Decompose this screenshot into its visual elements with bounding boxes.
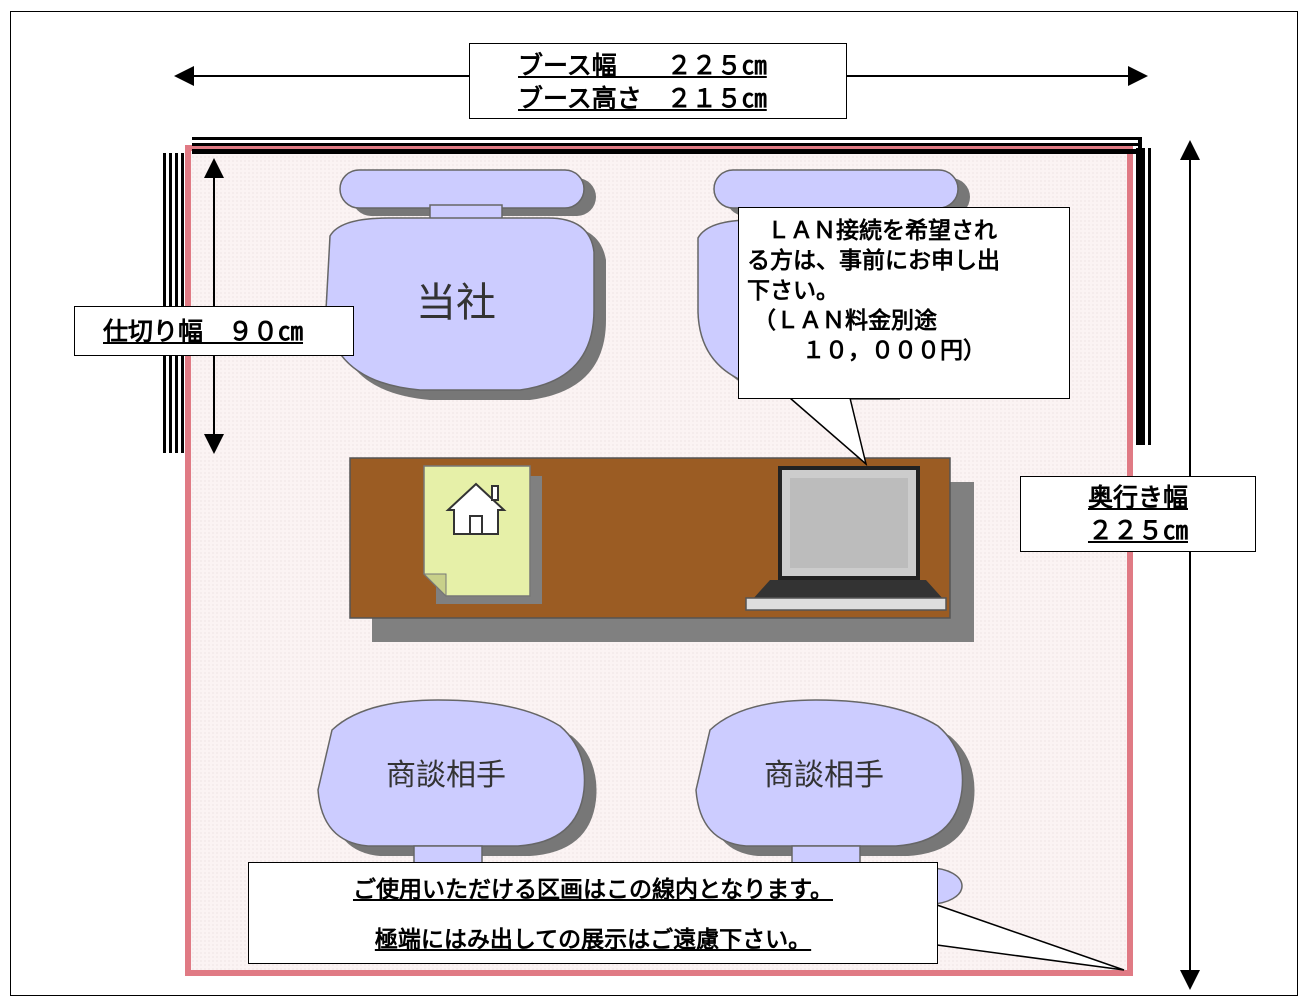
area-note-line1: ご使用いただける区画はこの線内となります。 (352, 877, 833, 903)
client-chair-left (317, 699, 597, 871)
laptop-icon (745, 466, 947, 611)
booth-height-text: ブース高さ ２１５㎝ (518, 84, 767, 113)
lan-callout: ＬＡＮ接続を希望され る方は、事前にお申し出 下さい。 （ＬＡＮ料金別途 １０，… (738, 207, 1070, 399)
own-chair (325, 169, 606, 400)
right-partition (1136, 148, 1151, 445)
own-seat-label: 当社 (416, 280, 496, 326)
depth-width-value: ２２５㎝ (1087, 516, 1188, 545)
outer-frame (10, 11, 1298, 996)
lan-note-line: １０，０００円） (779, 338, 986, 364)
client-seat-label-left: 商談相手 (386, 758, 506, 793)
area-callout-tail (936, 904, 1125, 971)
booth-size-label: ブース幅 ２２５㎝ ブース高さ ２１５㎝ (469, 43, 847, 119)
left-partition (163, 153, 184, 453)
document-icon (422, 465, 542, 604)
booth-width-text: ブース幅 ２２５㎝ (518, 51, 767, 80)
partition-width-label: 仕切り幅 ９０㎝ (74, 306, 354, 356)
back-wall (192, 137, 1142, 445)
depth-width-title: 奥行き幅 (1087, 483, 1188, 512)
lan-note-line: る方は、事前にお申し出 (747, 248, 1000, 274)
partition-width-text: 仕切り幅 ９０㎝ (103, 317, 304, 346)
lan-note-line: ＬＡＮ接続を希望され (767, 218, 997, 244)
lan-callout-tail (789, 397, 868, 467)
lan-note-line: 下さい。 (747, 278, 839, 304)
area-callout: ご使用いただける区画はこの線内となります。 極端にはみ出しての展示はご遠慮下さい… (248, 862, 938, 964)
lan-note-line: （ＬＡＮ料金別途 (753, 308, 937, 334)
area-note-line2: 極端にはみ出しての展示はご遠慮下さい。 (374, 927, 812, 953)
client-seat-label-right: 商談相手 (764, 758, 884, 793)
depth-width-label: 奥行き幅 ２２５㎝ (1020, 476, 1256, 552)
